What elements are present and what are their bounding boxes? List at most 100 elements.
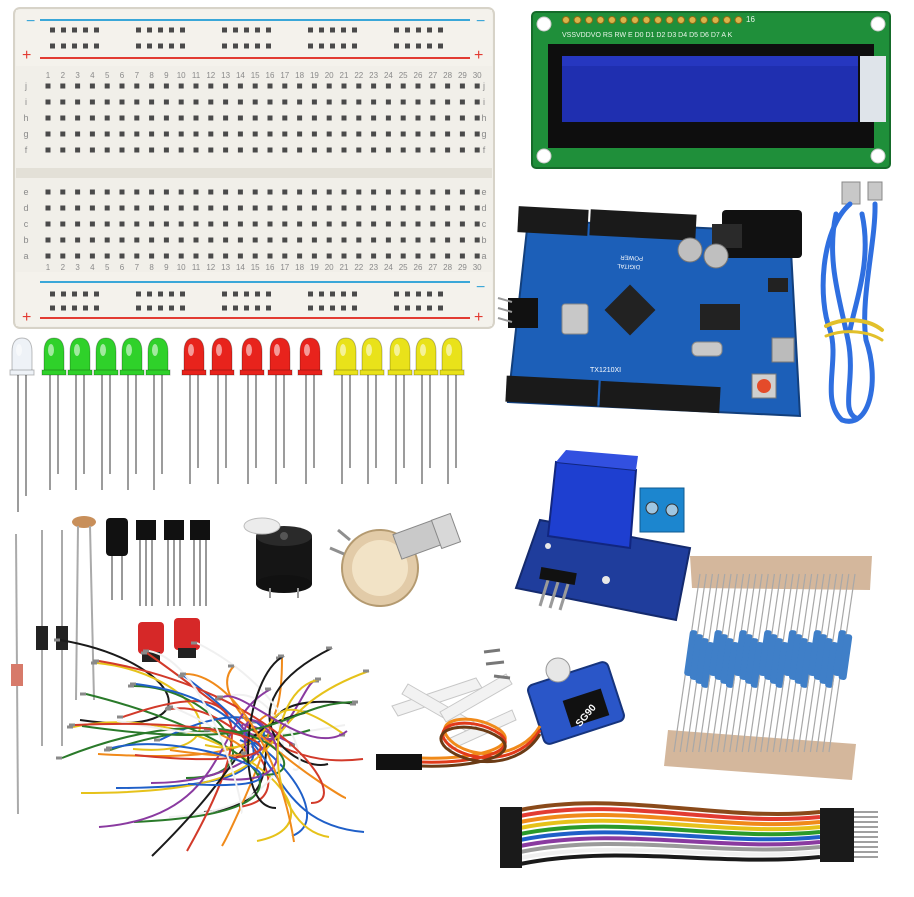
breadboard-hole (45, 189, 51, 195)
breadboard-column-number: 17 (280, 263, 289, 272)
led (69, 337, 91, 373)
breadboard-hole (356, 83, 362, 89)
rail-hole (319, 305, 324, 311)
breadboard-hole (371, 205, 377, 211)
ribbon-connector (500, 837, 522, 844)
breadboard-row-letter: e (23, 187, 28, 197)
breadboard-hole (267, 83, 273, 89)
breadboard-hole (89, 205, 95, 211)
ribbon-connector (820, 838, 854, 847)
breadboard-hole (60, 205, 66, 211)
breadboard-hole (400, 221, 406, 227)
breadboard-hole (356, 99, 362, 105)
breadboard-row-letter: c (482, 219, 487, 229)
breadboard-hole (45, 99, 51, 105)
jumper-wire (85, 693, 261, 823)
breadboard-hole (75, 99, 81, 105)
arduino-silk-digital: DIGITAL (616, 262, 640, 269)
ribbon-connector (500, 855, 522, 862)
led-highlight (152, 344, 158, 356)
breadboard-hole (119, 237, 125, 243)
arduino-pcb (506, 218, 802, 418)
led-highlight (394, 344, 400, 356)
breadboard-column-number: 23 (369, 71, 378, 80)
ribbon-wire (519, 801, 821, 816)
breadboard-hole (75, 147, 81, 153)
arduino-silk-model: TX1210XI (590, 367, 621, 374)
lcd-pin (608, 16, 616, 24)
rail-hole (244, 305, 249, 311)
ribbon-wire (519, 812, 821, 827)
jumper-wire (135, 683, 365, 833)
rail-hole (405, 291, 410, 297)
breadboard-hole (223, 221, 229, 227)
rail-hole (222, 305, 227, 311)
led-highlight (216, 344, 222, 356)
breadboard-row-letter: h (23, 113, 28, 123)
breadboard-hole (45, 253, 51, 259)
breadboard-hole (237, 131, 243, 137)
breadboard-hole (252, 115, 258, 121)
rail-hole (255, 291, 260, 297)
breadboard-hole (89, 83, 95, 89)
breadboard-hole (371, 189, 377, 195)
breadboard-hole (134, 115, 140, 121)
breadboard-hole (149, 147, 155, 153)
ribbon-connector (500, 825, 522, 832)
resistor (764, 634, 778, 680)
led (299, 337, 321, 373)
breadboard-hole (385, 115, 391, 121)
rail-hole (233, 27, 238, 33)
breadboard-hole (474, 237, 480, 243)
breadboard-column-number: 6 (120, 71, 125, 80)
breadboard-hole (60, 237, 66, 243)
led-rim (145, 369, 171, 376)
breadboard-hole (60, 253, 66, 259)
resistor (689, 634, 704, 680)
resistor (714, 634, 729, 680)
breadboard-hole (311, 99, 317, 105)
led (183, 337, 205, 373)
breadboard-hole (415, 237, 421, 243)
ribbon-connector (500, 861, 522, 868)
rail-hole (405, 305, 410, 311)
breadboard-hole (341, 189, 347, 195)
breadboard-hole (104, 83, 110, 89)
breadboard-hole (119, 189, 125, 195)
breadboard-hole (415, 115, 421, 121)
rail-hole (169, 291, 174, 297)
breadboard-hole (385, 237, 391, 243)
breadboard-hole (474, 205, 480, 211)
breadboard-hole (45, 205, 51, 211)
breadboard-hole (223, 189, 229, 195)
jumper-wire (111, 743, 262, 786)
breadboard-hole (178, 99, 184, 105)
breadboard-hole (119, 147, 125, 153)
breadboard-hole (208, 189, 214, 195)
breadboard-hole (223, 99, 229, 105)
led-highlight (100, 344, 106, 356)
led-highlight (48, 344, 54, 356)
breadboard-hole (371, 131, 377, 137)
breadboard-hole (445, 237, 451, 243)
ribbon-wire (519, 853, 821, 866)
lcd-pin (734, 16, 743, 24)
servo-label-sticker (562, 688, 610, 728)
jumper-wire (222, 695, 348, 740)
breadboard-hole (163, 131, 169, 137)
resistor (758, 630, 773, 677)
breadboard-hole (415, 221, 421, 227)
breadboard-hole (400, 237, 406, 243)
breadboard-column-number: 23 (369, 263, 378, 272)
breadboard-column-number: 9 (164, 71, 169, 80)
rail-hole (427, 291, 432, 297)
breadboard-hole (149, 115, 155, 121)
breadboard-hole (163, 115, 169, 121)
breadboard-hole (178, 237, 184, 243)
breadboard-column-number: 3 (75, 263, 80, 272)
rail-hole (61, 291, 66, 297)
breadboard-hole (193, 205, 199, 211)
resistor (775, 642, 790, 688)
breadboard-hole (193, 83, 199, 89)
